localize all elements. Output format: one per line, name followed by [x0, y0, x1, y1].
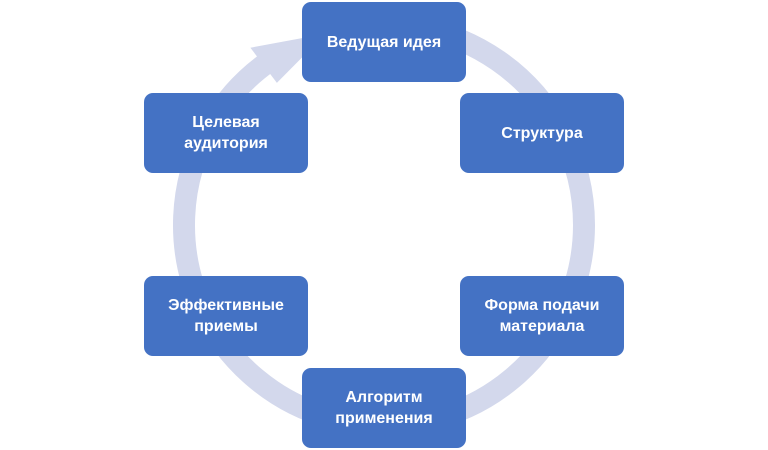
node-structure[interactable]: Структура — [460, 93, 624, 173]
node-presentation-form[interactable]: Форма подачи материала — [460, 276, 624, 356]
cycle-ring-arc — [173, 17, 595, 436]
node-effective-techniques-label: Эффективные приемы — [168, 297, 284, 335]
node-structure-label: Структура — [501, 124, 583, 142]
node-lead-idea-label: Ведущая идея — [326, 33, 442, 51]
node-application-algorithm-label: Алгоритм применения — [335, 389, 433, 427]
node-application-algorithm[interactable]: Алгоритм применения — [302, 368, 466, 448]
node-lead-idea[interactable]: Ведущая идея — [302, 2, 466, 82]
node-presentation-form-label: Форма подачи материала — [484, 297, 600, 335]
node-target-audience[interactable]: Целевая аудитория — [144, 93, 308, 173]
node-effective-techniques[interactable]: Эффективные приемы — [144, 276, 308, 356]
node-target-audience-label: Целевая аудитория — [184, 114, 268, 152]
